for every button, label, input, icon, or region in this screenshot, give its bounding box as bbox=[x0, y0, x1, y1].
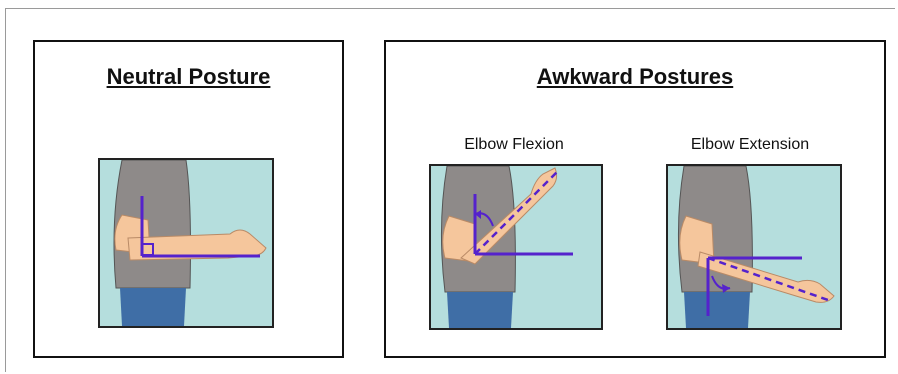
elbow-extension-label: Elbow Extension bbox=[660, 136, 840, 154]
awkward-postures-title: Awkward Postures bbox=[386, 64, 884, 90]
jeans bbox=[447, 292, 513, 328]
elbow-extension-illustration bbox=[666, 164, 842, 330]
jeans bbox=[684, 292, 750, 328]
neutral-posture-panel: Neutral Posture bbox=[33, 40, 344, 358]
elbow-flexion-label: Elbow Flexion bbox=[426, 136, 602, 154]
elbow-flexion-illustration bbox=[429, 164, 603, 330]
neutral-posture-title: Neutral Posture bbox=[35, 64, 342, 90]
awkward-postures-panel: Awkward Postures Elbow Flexion Elbow Ext… bbox=[384, 40, 886, 358]
neutral-posture-illustration bbox=[98, 158, 274, 328]
jeans bbox=[120, 288, 186, 326]
